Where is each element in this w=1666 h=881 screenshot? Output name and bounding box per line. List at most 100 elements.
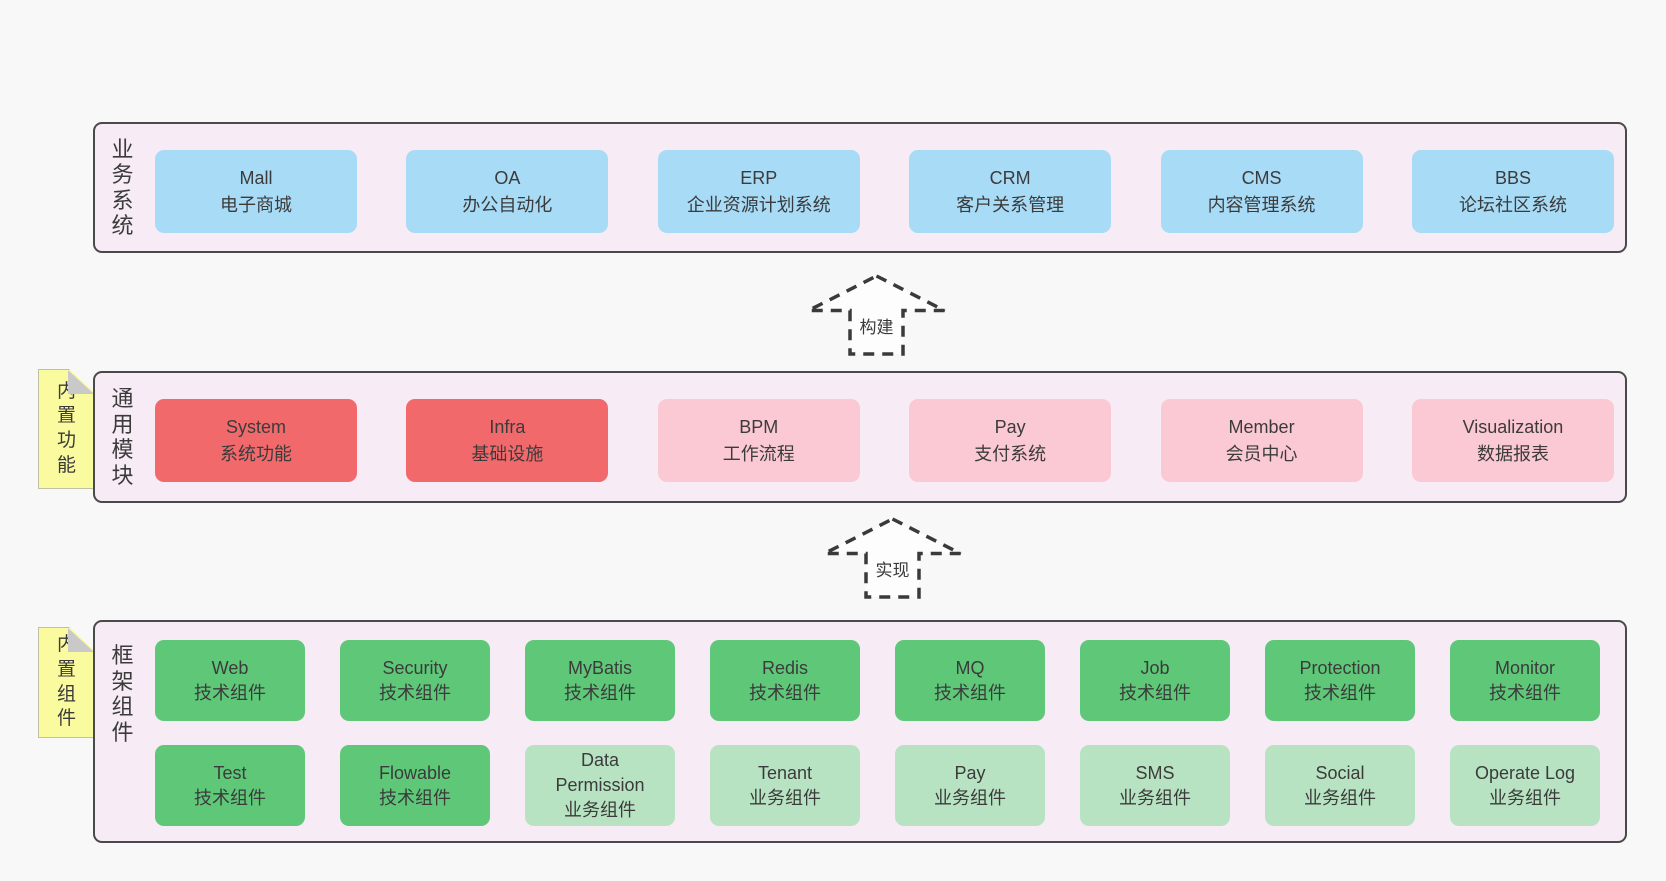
box-social: Social 业务组件: [1265, 745, 1415, 826]
box-mall: Mall 电子商城: [155, 150, 357, 233]
box-name: Visualization: [1462, 417, 1564, 438]
box-name: Pay: [994, 417, 1026, 438]
framework-components-row-2: Test 技术组件 Flowable 技术组件 Data Permission …: [155, 745, 1600, 826]
box-erp: ERP 企业资源计划系统: [657, 150, 860, 233]
box-desc: 业务组件: [1304, 787, 1376, 808]
sticky-note-label: 内置组件: [56, 634, 76, 730]
build-arrow: 构建: [806, 274, 947, 358]
box-bbs: BBS 论坛社区系统: [1411, 150, 1614, 233]
box-crm: CRM 客户关系管理: [909, 150, 1112, 233]
box-desc: 电子商城: [220, 194, 292, 215]
box-name: BPM: [739, 417, 779, 438]
box-name: Infra: [489, 417, 526, 438]
folded-corner-icon: [68, 370, 94, 394]
box-desc: 支付系统: [974, 443, 1047, 464]
box-name: CRM: [989, 168, 1031, 189]
box-name: Test: [213, 762, 247, 783]
box-name: OA: [494, 168, 521, 189]
box-desc: 工作流程: [722, 443, 795, 464]
box-name: Mall: [239, 168, 273, 189]
box-name: Redis: [761, 657, 809, 678]
box-name: BBS: [1494, 168, 1531, 189]
box-name: MyBatis: [567, 657, 632, 678]
box-name: Monitor: [1494, 657, 1556, 678]
band-label: 业务系统: [111, 136, 135, 239]
arrow-label: 构建: [857, 313, 896, 338]
sticky-note-label: 内置功能: [56, 380, 76, 476]
box-desc: 业务组件: [1119, 787, 1191, 808]
box-job: Job 技术组件: [1080, 640, 1230, 721]
box-sms: SMS 业务组件: [1080, 745, 1230, 826]
box-name: MQ: [955, 657, 985, 678]
box-cms: CMS 内容管理系统: [1160, 150, 1363, 233]
box-redis: Redis 技术组件: [710, 640, 860, 721]
band-common-modules: 通用模块 System 系统功能 Infra 基础设施 BPM 工作流程 Pay…: [93, 371, 1627, 503]
box-name: Flowable: [378, 762, 452, 783]
box-web: Web 技术组件: [155, 640, 305, 721]
box-visualization: Visualization 数据报表: [1411, 399, 1614, 482]
box-desc: 技术组件: [749, 682, 821, 703]
arrow-label: 实现: [873, 556, 912, 581]
box-desc: 业务组件: [934, 787, 1006, 808]
box-oa: OA 办公自动化: [406, 150, 609, 233]
box-name: Operate Log: [1474, 762, 1576, 783]
box-desc: 技术组件: [934, 682, 1006, 703]
box-name: ERP: [740, 168, 778, 189]
box-flowable: Flowable 技术组件: [340, 745, 490, 826]
box-name: Security: [382, 657, 448, 678]
box-desc: 系统功能: [220, 443, 292, 464]
box-desc: 数据报表: [1476, 443, 1549, 464]
box-name: SMS: [1135, 762, 1175, 783]
box-desc: 技术组件: [194, 682, 266, 703]
box-tenant: Tenant 业务组件: [710, 745, 860, 826]
box-name: Data Permission: [555, 750, 645, 796]
box-bpm: BPM 工作流程: [657, 399, 860, 482]
box-desc: 业务组件: [564, 799, 636, 820]
box-desc: 业务组件: [749, 787, 821, 808]
box-pay-module: Pay 支付系统: [909, 399, 1112, 482]
band-framework-components: 框架组件 Web 技术组件 Security 技术组件 MyBatis 技术组件…: [93, 620, 1627, 843]
box-desc: 基础设施: [471, 443, 544, 464]
box-name: System: [225, 417, 286, 438]
band-label: 框架组件: [111, 643, 135, 745]
business-systems-row: Mall 电子商城 OA 办公自动化 ERP 企业资源计划系统 CRM 客户关系…: [155, 150, 1614, 233]
box-infra: Infra 基础设施: [406, 399, 609, 482]
box-desc: 企业资源计划系统: [686, 194, 831, 215]
box-desc: 论坛社区系统: [1458, 194, 1567, 215]
box-desc: 会员中心: [1225, 443, 1298, 464]
box-desc: 技术组件: [1119, 682, 1191, 703]
box-name: Tenant: [757, 762, 813, 783]
box-member: Member 会员中心: [1160, 399, 1363, 482]
box-mq: MQ 技术组件: [895, 640, 1045, 721]
implement-arrow: 实现: [822, 517, 963, 601]
box-desc: 技术组件: [1304, 682, 1376, 703]
box-name: Job: [1140, 657, 1170, 678]
box-name: Pay: [954, 762, 986, 783]
box-desc: 技术组件: [194, 787, 266, 808]
box-system: System 系统功能: [155, 399, 357, 482]
box-desc: 技术组件: [379, 787, 451, 808]
box-name: Protection: [1299, 657, 1381, 678]
framework-components-row-1: Web 技术组件 Security 技术组件 MyBatis 技术组件 Redi…: [155, 640, 1600, 721]
box-desc: 客户关系管理: [956, 194, 1065, 215]
box-name: Social: [1315, 762, 1365, 783]
box-desc: 业务组件: [1489, 787, 1561, 808]
box-desc: 技术组件: [564, 682, 636, 703]
sticky-note-builtin-components: 内置组件: [38, 627, 95, 738]
box-data-permission: Data Permission 业务组件: [525, 745, 675, 826]
box-protection: Protection 技术组件: [1265, 640, 1415, 721]
box-operate-log: Operate Log 业务组件: [1450, 745, 1600, 826]
box-monitor: Monitor 技术组件: [1450, 640, 1600, 721]
box-desc: 技术组件: [379, 682, 451, 703]
box-name: CMS: [1241, 168, 1282, 189]
box-security: Security 技术组件: [340, 640, 490, 721]
band-label: 通用模块: [111, 385, 135, 488]
box-mybatis: MyBatis 技术组件: [525, 640, 675, 721]
box-desc: 办公自动化: [462, 194, 553, 215]
sticky-note-builtin-features: 内置功能: [38, 369, 95, 489]
box-name: Web: [211, 657, 249, 678]
box-name: Member: [1228, 417, 1295, 438]
folded-corner-icon: [68, 628, 94, 652]
box-desc: 技术组件: [1489, 682, 1561, 703]
